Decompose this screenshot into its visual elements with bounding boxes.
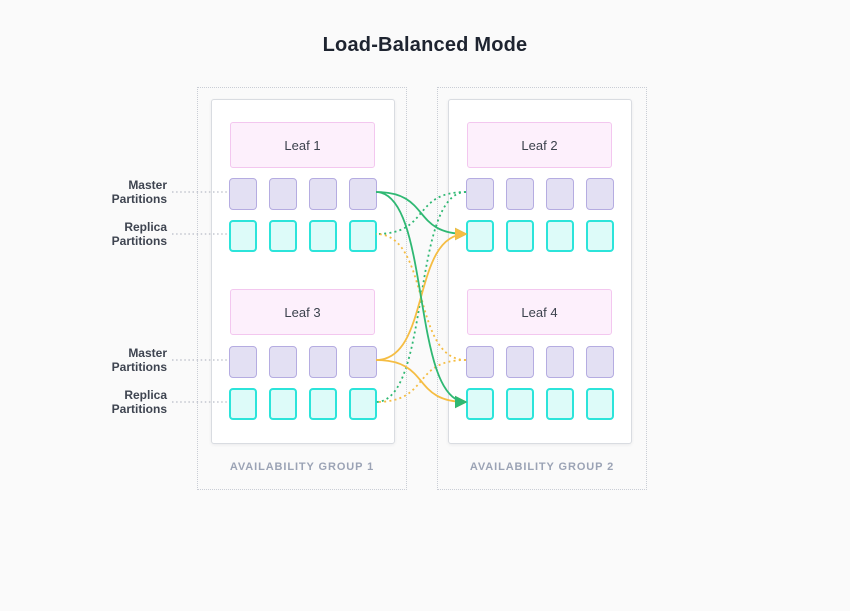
replica-partition-square — [546, 220, 574, 252]
availability-group-1: Leaf 1 Leaf 3 AVAILABILITY GROUP 1 — [197, 87, 407, 490]
availability-group-2: Leaf 2 Leaf 4 AVAILABILITY GROUP 2 — [437, 87, 647, 490]
replica-partition-square — [349, 220, 377, 252]
master-partition-square — [466, 346, 494, 378]
master-partition-square — [546, 178, 574, 210]
replica-partition-square — [466, 388, 494, 420]
leaf-card-group-1: Leaf 1 Leaf 3 — [211, 99, 395, 444]
replica-partition-square — [586, 388, 614, 420]
leaf-4-replica-partition-row — [466, 388, 614, 420]
master-partition-square — [466, 178, 494, 210]
leaf-4-name: Leaf 4 — [521, 304, 558, 320]
leaf-4-master-partition-row — [466, 346, 614, 378]
availability-group-2-caption: AVAILABILITY GROUP 2 — [469, 461, 615, 473]
replica-partition-square — [309, 388, 337, 420]
master-partition-square — [586, 346, 614, 378]
leaf-1-master-partition-row — [229, 178, 377, 210]
label-replica-partitions-top: Replica Partitions — [111, 220, 167, 248]
leaf-2-replica-partition-row — [466, 220, 614, 252]
master-partition-square — [309, 346, 337, 378]
replica-partition-square — [349, 388, 377, 420]
replica-partition-square — [229, 220, 257, 252]
replica-partition-square — [269, 220, 297, 252]
master-partition-square — [229, 178, 257, 210]
leaf-4-header: Leaf 4 — [467, 289, 612, 335]
master-partition-square — [506, 346, 534, 378]
master-partition-square — [229, 346, 257, 378]
leaf-1-name: Leaf 1 — [284, 137, 321, 153]
availability-group-1-caption: AVAILABILITY GROUP 1 — [229, 461, 375, 473]
master-partition-square — [349, 178, 377, 210]
leaf-3-master-partition-row — [229, 346, 377, 378]
master-partition-square — [269, 178, 297, 210]
replica-partition-square — [586, 220, 614, 252]
label-master-partitions-top: Master Partitions — [111, 178, 167, 206]
leaf-2-name: Leaf 2 — [521, 137, 558, 153]
leaf-2-header: Leaf 2 — [467, 122, 612, 168]
master-partition-square — [309, 178, 337, 210]
leaf-card-group-2: Leaf 2 Leaf 4 — [448, 99, 632, 444]
replica-partition-square — [309, 220, 337, 252]
diagram-title: Load-Balanced Mode — [322, 34, 528, 56]
leaf-3-name: Leaf 3 — [284, 304, 321, 320]
replica-partition-square — [466, 220, 494, 252]
leaf-1-header: Leaf 1 — [230, 122, 375, 168]
replica-partition-square — [506, 388, 534, 420]
master-partition-square — [506, 178, 534, 210]
master-partition-square — [269, 346, 297, 378]
replica-partition-square — [546, 388, 574, 420]
master-partition-square — [586, 178, 614, 210]
leaf-3-replica-partition-row — [229, 388, 377, 420]
leaf-3-header: Leaf 3 — [230, 289, 375, 335]
leaf-2-master-partition-row — [466, 178, 614, 210]
master-partition-square — [546, 346, 574, 378]
label-master-partitions-bottom: Master Partitions — [111, 346, 167, 374]
replica-partition-square — [269, 388, 297, 420]
leaf-1-replica-partition-row — [229, 220, 377, 252]
master-partition-square — [349, 346, 377, 378]
replica-partition-square — [229, 388, 257, 420]
label-replica-partitions-bottom: Replica Partitions — [111, 388, 167, 416]
replica-partition-square — [506, 220, 534, 252]
